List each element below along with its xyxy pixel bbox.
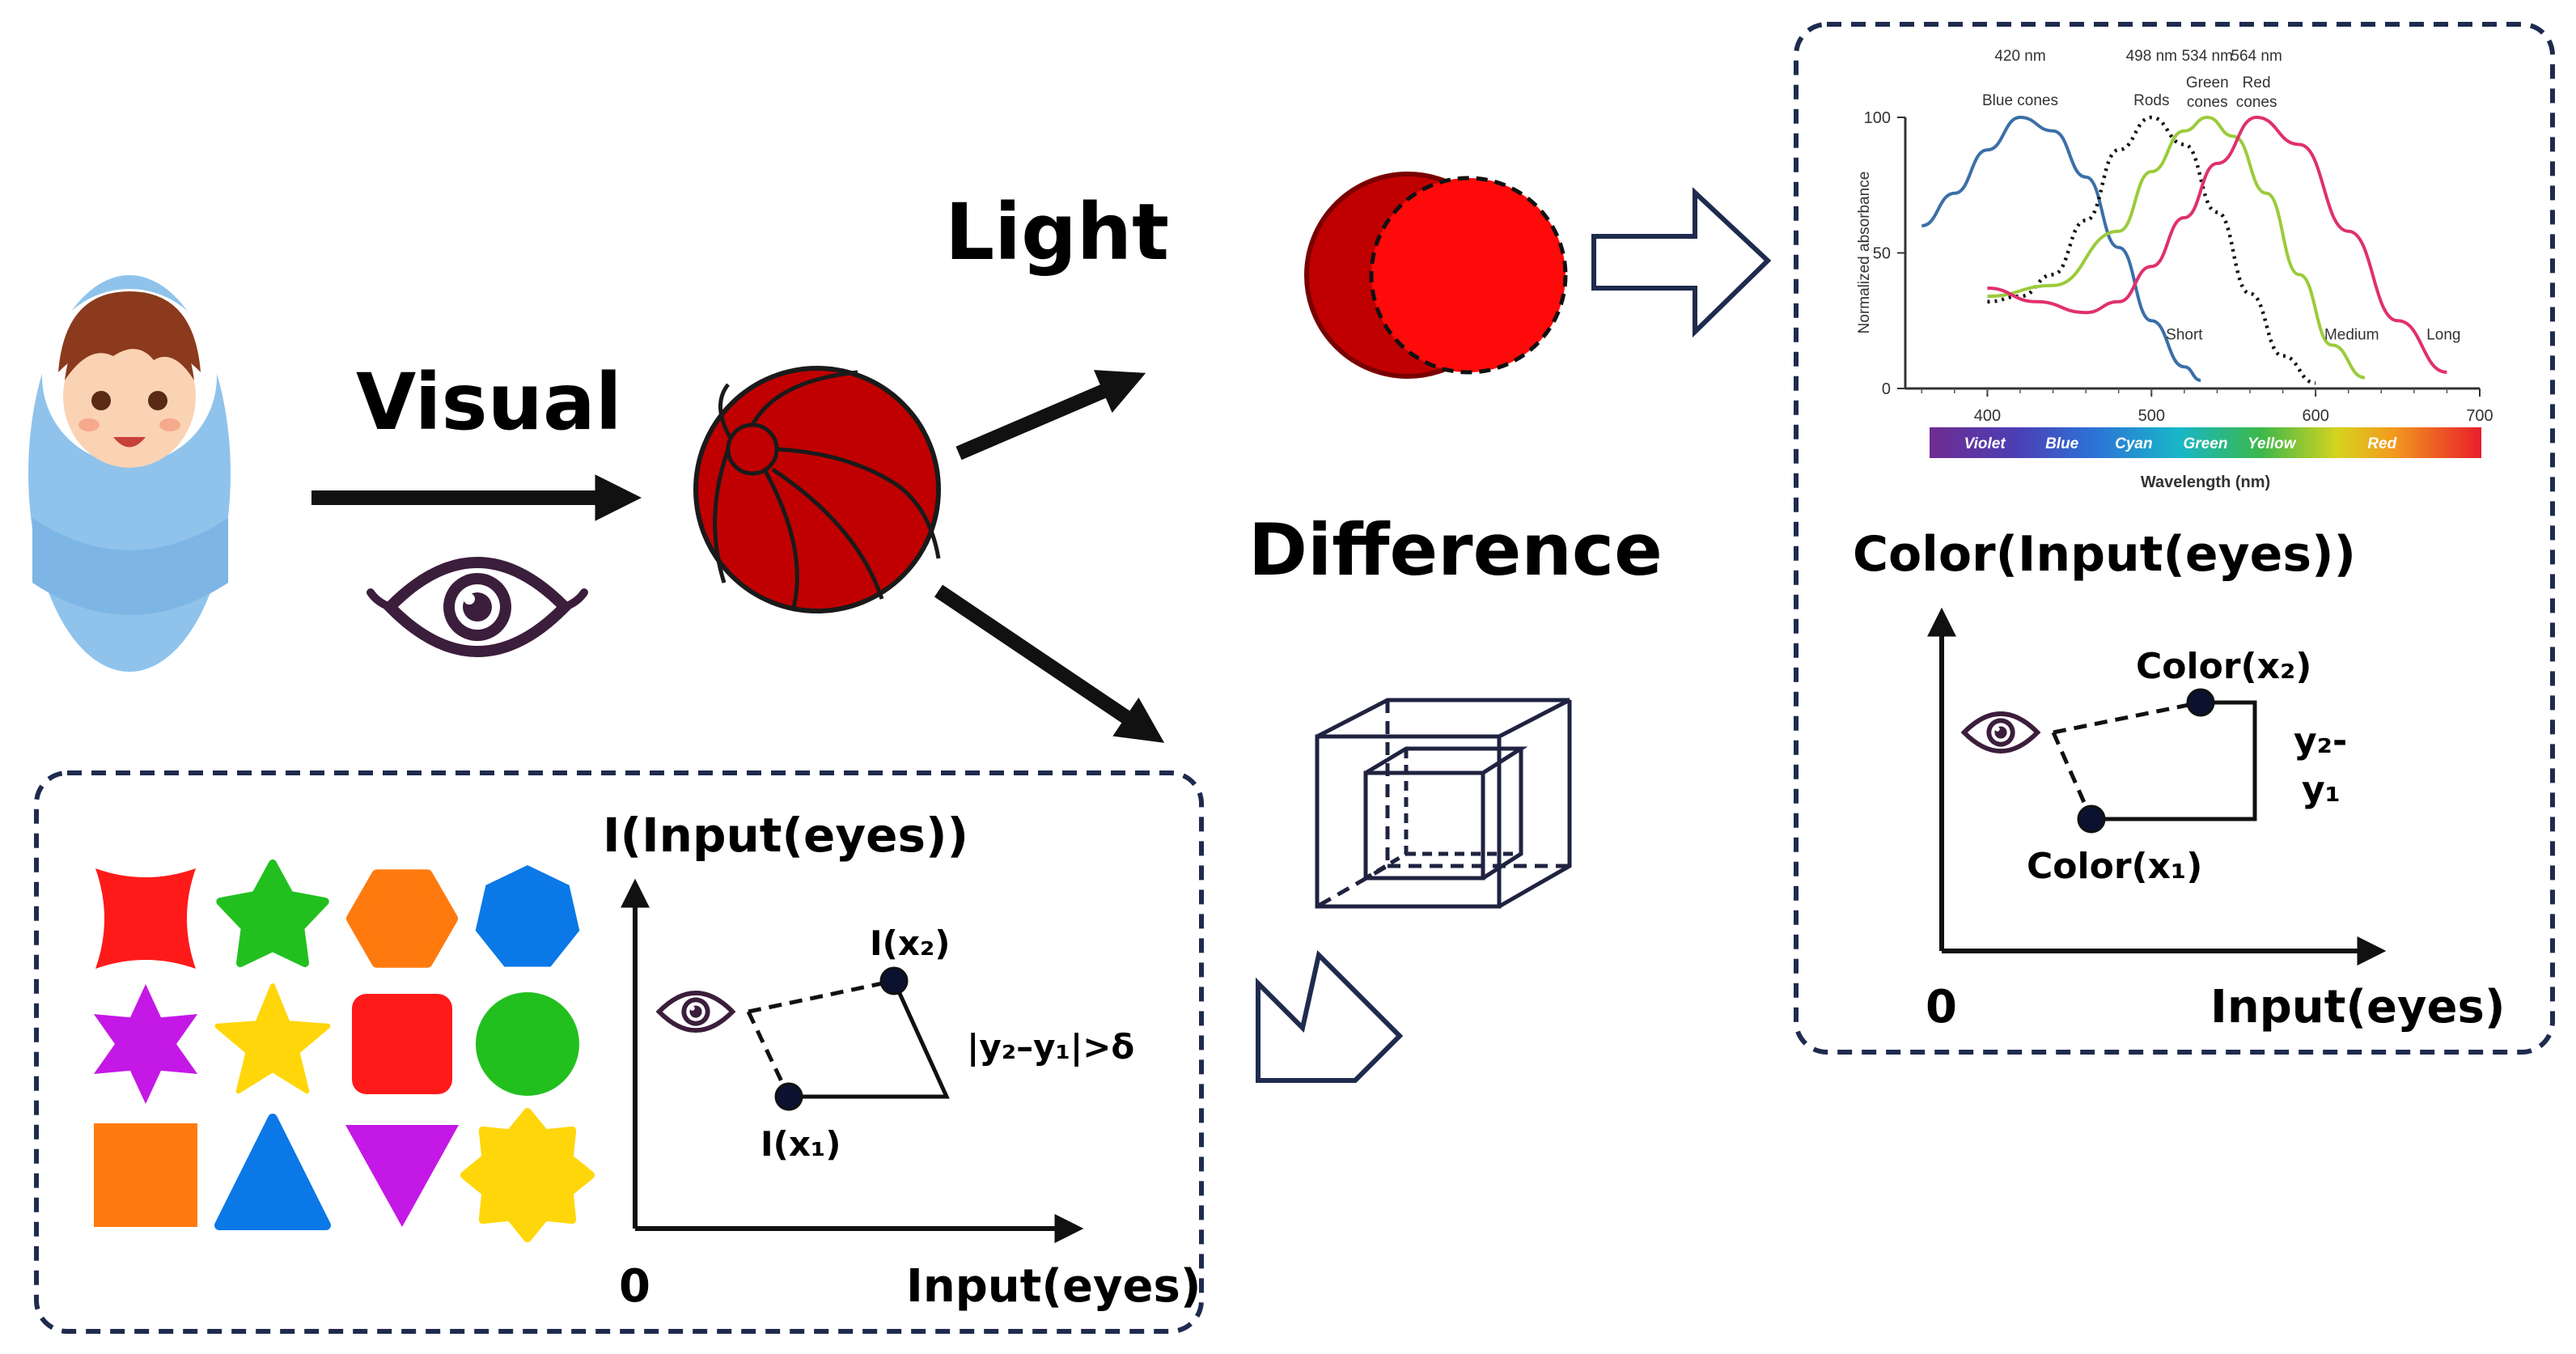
shape-star-8-burst <box>460 1108 595 1242</box>
shape-point-high <box>879 966 909 995</box>
x-tick-label: 400 <box>1974 407 2001 425</box>
shape-rounded-square <box>352 994 452 1094</box>
curve-label: Short <box>2166 327 2203 344</box>
x-tick-label: 700 <box>2466 407 2493 425</box>
spectrum-band-label: Red <box>2367 435 2396 452</box>
hollow-arrow-down-left <box>1256 950 1404 1083</box>
color-point-high <box>2186 688 2215 717</box>
color-panel-title: Color(Input(eyes)) <box>1853 526 2356 583</box>
eye-icon <box>366 557 588 657</box>
peak-wavelength-label: 564 nm <box>2231 48 2282 65</box>
visual-label: Visual <box>356 357 622 448</box>
color-graph-origin: 0 <box>1926 981 1957 1034</box>
color-sight-line-high <box>2053 700 2201 735</box>
spectrum-band-label: Green <box>2184 435 2228 452</box>
color-diff-label-2: y₁ <box>2302 769 2341 810</box>
spectrum-bar <box>1930 427 2481 458</box>
shape-circle <box>476 992 579 1096</box>
color-difference-bracket <box>2091 700 2257 821</box>
peak-wavelength-label: 534 nm <box>2182 48 2233 65</box>
difference-arrow <box>934 584 1165 743</box>
light-label: Light <box>945 187 1169 278</box>
shape-panel-title: I(Input(eyes)) <box>603 808 968 863</box>
shape-octagon <box>475 865 580 967</box>
eye-icon <box>655 991 736 1033</box>
shape-hexagon-rounded <box>346 869 458 968</box>
shape-star-5-rounded <box>216 860 329 967</box>
legend-entry: Rods <box>2133 92 2169 109</box>
shape-grid <box>93 860 595 1242</box>
y-tick-label: 100 <box>1864 109 1891 127</box>
color-diff-label-1: y₂- <box>2294 720 2347 762</box>
shape-graph-x-label: Input(eyes) <box>906 1260 1201 1313</box>
shape-sight-line-low <box>746 1010 791 1098</box>
x-tick-label: 600 <box>2302 407 2328 425</box>
series-line-rods <box>1987 115 2316 385</box>
spectrum-band-label: Blue <box>2045 435 2079 452</box>
chart-y-label: Normalized absorbance <box>1856 172 1873 334</box>
color-sight-line-low <box>2051 731 2094 821</box>
shape-star-6 <box>93 984 198 1104</box>
curve-label: Medium <box>2324 327 2379 344</box>
ball-icon <box>693 366 941 613</box>
shape-triangle-down <box>345 1125 459 1227</box>
shape-sight-line-high <box>748 978 895 1014</box>
shape-graph: I(x₂) I(x₁) |y₂–y₁|>δ 0 Input(eyes) <box>619 878 1201 1313</box>
eye-icon <box>1960 711 2041 753</box>
spectrum-band-label: Cyan <box>2115 435 2152 452</box>
shape-star-5 <box>214 983 331 1094</box>
shape-graph-origin: 0 <box>619 1260 650 1313</box>
wireframe-cube-icon <box>1315 698 1572 909</box>
shape-triangle-up <box>214 1114 331 1230</box>
shape-wavy-square <box>95 868 196 969</box>
color-graph: Color(x₂) Color(x₁) y₂- y₁ 0 Input(eyes) <box>1926 607 2505 1034</box>
shape-point-low-label: I(x₁) <box>761 1124 841 1164</box>
x-tick-label: 500 <box>2138 407 2165 425</box>
color-point-low <box>2077 804 2106 834</box>
shape-difference-bracket <box>789 979 950 1099</box>
y-tick-label: 50 <box>1873 245 1891 263</box>
color-panel-frame <box>1794 22 2555 1055</box>
color-point-high-label: Color(x₂) <box>2136 646 2311 687</box>
series-line-blue-cones <box>1921 115 2201 382</box>
y-tick-label: 0 <box>1882 380 1891 398</box>
baby-icon <box>28 275 231 672</box>
shape-square <box>94 1123 197 1227</box>
red-circle-icon <box>1304 172 1568 379</box>
spectrum-band-label: Violet <box>1964 435 2006 452</box>
color-point-low-label: Color(x₁) <box>2027 846 2202 887</box>
shape-point-high-label: I(x₂) <box>870 923 951 963</box>
spectrum-band-label: Yellow <box>2248 435 2297 452</box>
shape-point-low <box>774 1082 803 1111</box>
shape-panel-frame <box>34 770 1204 1334</box>
hollow-arrow-right <box>1591 187 1772 338</box>
shape-diff-label: |y₂–y₁|>δ <box>967 1027 1134 1067</box>
peak-wavelength-label: 498 nm <box>2126 48 2177 65</box>
color-graph-x-label: Input(eyes) <box>2210 981 2505 1034</box>
peak-wavelength-label: 420 nm <box>1994 48 2045 65</box>
difference-label: Difference <box>1248 508 1663 592</box>
curve-label: Long <box>2426 327 2460 344</box>
series-line-green-cones <box>1987 115 2366 380</box>
light-arrow <box>955 370 1146 461</box>
chart-x-label: Wavelength (nm) <box>2141 473 2270 491</box>
series-line-red-cones <box>1987 115 2447 374</box>
legend-entry: Blue cones <box>1982 92 2058 109</box>
